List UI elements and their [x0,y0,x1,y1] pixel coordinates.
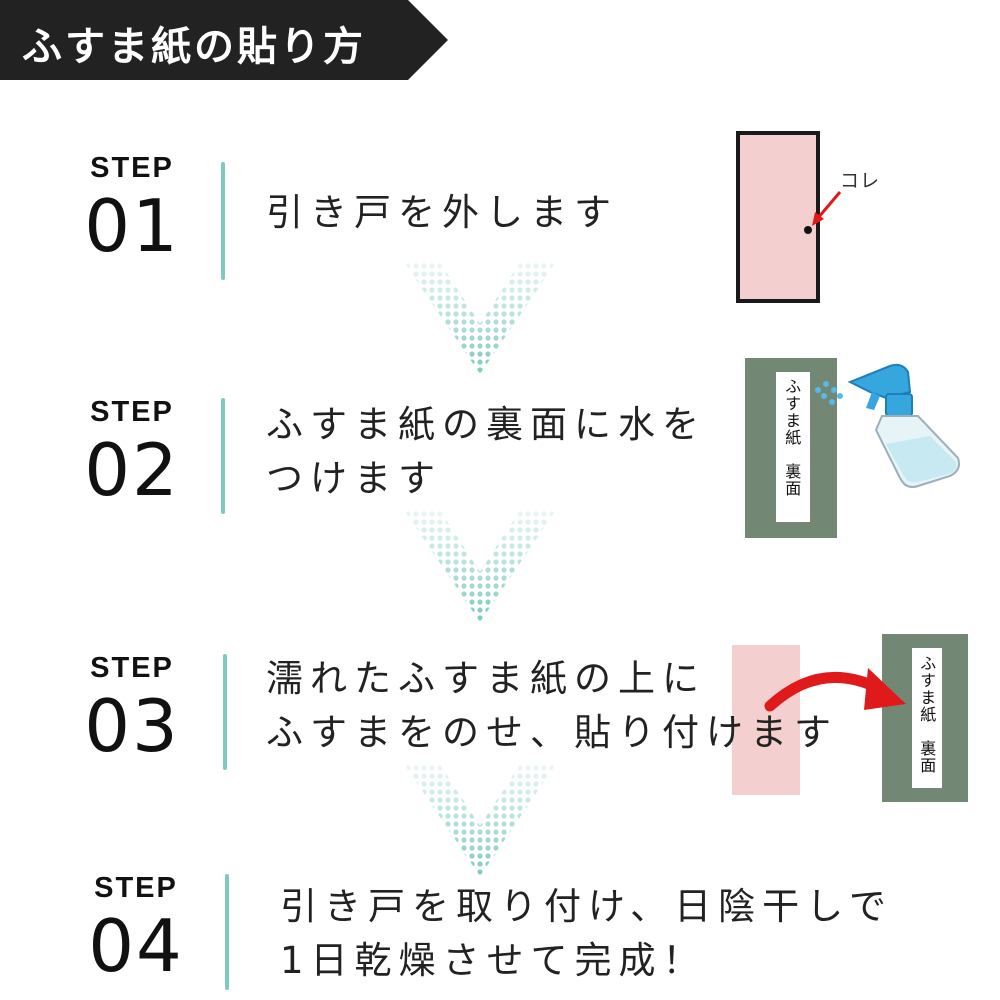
step-text-line: 引き戸を取り付け、日陰干しで [280,885,894,928]
step-01-text: 引き戸を外します [266,186,618,240]
step-divider [225,874,229,990]
step-divider [221,398,225,514]
chevron-down-icon [404,262,556,374]
curved-arrow-icon [764,668,906,712]
step-03-text: 濡れたふすま紙の上に ふすまをのせ、貼り付けます [266,652,838,760]
paper-label: ふすま紙 裏面 [782,378,802,497]
fusuma-door [732,645,800,795]
step-label: STEP [94,872,178,904]
step-text-line: 1日乾燥させて完成！ [280,939,707,982]
step-number: 01 [84,184,180,268]
fusuma-paper [912,648,942,788]
chevron-down-icon [404,510,556,622]
door-icon [722,120,882,306]
step-text-line: 濡れたふすま紙の上に [266,657,706,700]
step-divider [221,162,225,280]
paper-label: ふすま紙 裏面 [917,655,937,774]
step-number: 03 [84,684,180,768]
chevron-down-icon [404,764,556,876]
step-text-line: つけます [266,457,442,500]
step-text-line: 引き戸を外します [266,191,618,234]
step-label: STEP [90,396,174,428]
title-banner [0,0,448,80]
step-04-text: 引き戸を取り付け、日陰干しで 1日乾燥させて完成！ [280,880,893,988]
step-02-text: ふすま紙の裏面に水を つけます [266,398,706,506]
step-label: STEP [90,152,174,184]
fusuma-paper [776,372,810,522]
spray-bottle-icon [815,363,960,488]
step-text-line: ふすまをのせ、貼り付けます [266,711,838,754]
step-divider [223,654,227,770]
step-label: STEP [90,652,174,684]
step-text-line: ふすま紙の裏面に水を [266,403,706,446]
step-number: 02 [84,428,180,512]
step-number: 04 [88,904,184,988]
door-callout-label: コレ [840,170,881,192]
page-title: ふすま紙の貼り方 [22,24,366,70]
